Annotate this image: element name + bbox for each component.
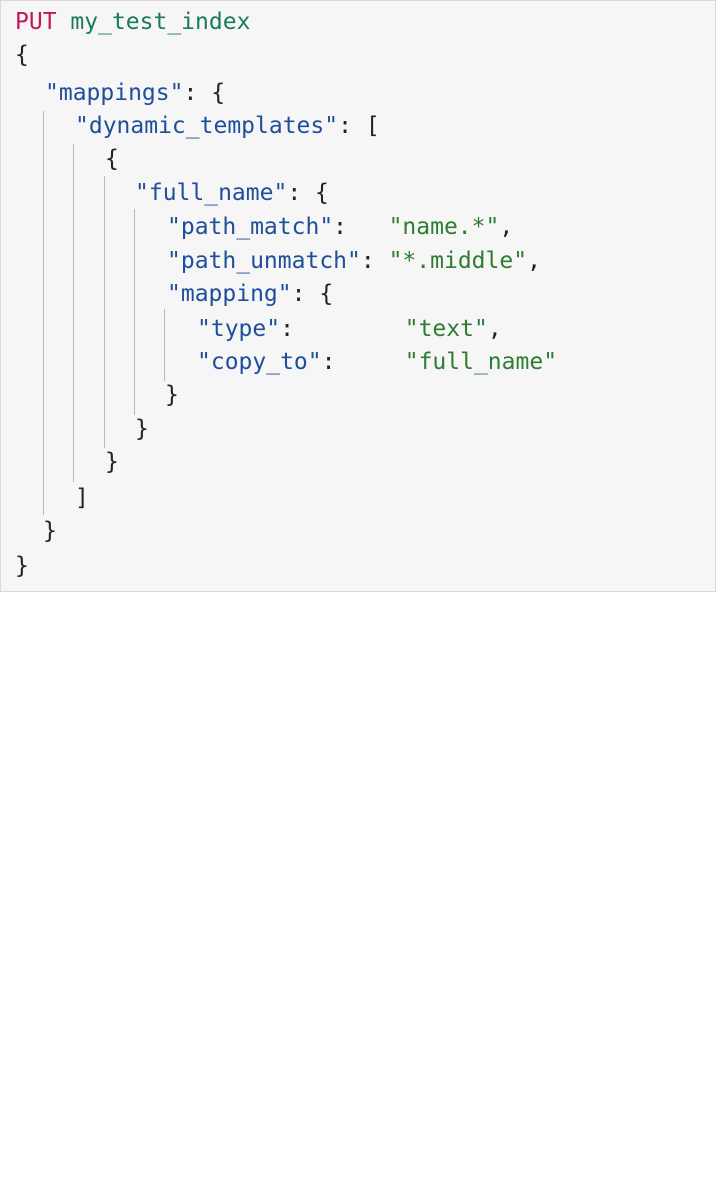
indent-guide-mapping	[164, 309, 165, 381]
mapping-key: "mapping"	[167, 281, 292, 307]
path-unmatch-value: "*.middle"	[388, 248, 528, 274]
indent-guide-dynamic-templates	[73, 144, 74, 482]
code-line-mappings: "mappings": {	[45, 80, 226, 106]
code-line-template-open: {	[105, 143, 119, 176]
code-line-path-unmatch: "path_unmatch": "*.middle",	[167, 248, 541, 274]
code-editor[interactable]: PUT my_test_index { "mappings": { "dynam…	[0, 0, 716, 592]
code-line-type: "type": "text",	[197, 316, 502, 342]
mappings-key: "mappings"	[45, 80, 184, 106]
path-match-value: "name.*"	[388, 214, 500, 240]
code-line-array-close: ]	[75, 482, 89, 515]
root-open-brace: {	[15, 42, 29, 68]
code-line-request: PUT my_test_index	[15, 6, 250, 39]
root-close-brace: }	[15, 553, 29, 579]
type-key: "type"	[197, 316, 281, 342]
full-name-key: "full_name"	[135, 180, 288, 206]
type-value: "text"	[404, 316, 488, 342]
path-match-key: "path_match"	[167, 214, 334, 240]
code-line-mappings-close: }	[43, 515, 57, 548]
template-open-brace: {	[105, 146, 119, 172]
mapping-open-brace: {	[319, 281, 334, 307]
copy-to-key: "copy_to"	[197, 349, 322, 375]
indent-guide-mappings	[43, 111, 44, 515]
code-line-root-close: }	[15, 550, 29, 583]
indent-guide-template-object	[104, 176, 105, 448]
mappings-open-brace: {	[211, 80, 226, 106]
template-close-brace: }	[105, 449, 119, 475]
code-line-path-match: "path_match": "name.*",	[167, 214, 514, 240]
code-line-mapping-close: }	[165, 379, 179, 412]
mapping-close-brace: }	[165, 382, 179, 408]
full-name-open-brace: {	[315, 180, 329, 206]
code-line-mapping: "mapping": {	[167, 281, 334, 307]
code-line-root-open: {	[15, 39, 29, 72]
code-line-template-close: }	[105, 446, 119, 479]
code-line-dynamic-templates: "dynamic_templates": [	[75, 113, 380, 139]
mappings-close-brace: }	[43, 518, 57, 544]
http-method: PUT	[15, 9, 57, 35]
copy-to-value: "full_name"	[404, 349, 558, 375]
dynamic-templates-array-close: ]	[75, 485, 89, 511]
code-line-full-name-close: }	[135, 413, 149, 446]
full-name-close-brace: }	[135, 416, 149, 442]
indent-guide-full-name	[134, 209, 135, 415]
code-line-copy-to: "copy_to": "full_name"	[197, 349, 558, 375]
dynamic-templates-key: "dynamic_templates"	[75, 113, 339, 139]
index-name: my_test_index	[70, 9, 251, 35]
path-unmatch-key: "path_unmatch"	[167, 248, 361, 274]
dynamic-templates-array-open: [	[365, 113, 380, 139]
code-line-full-name: "full_name": {	[135, 180, 329, 206]
